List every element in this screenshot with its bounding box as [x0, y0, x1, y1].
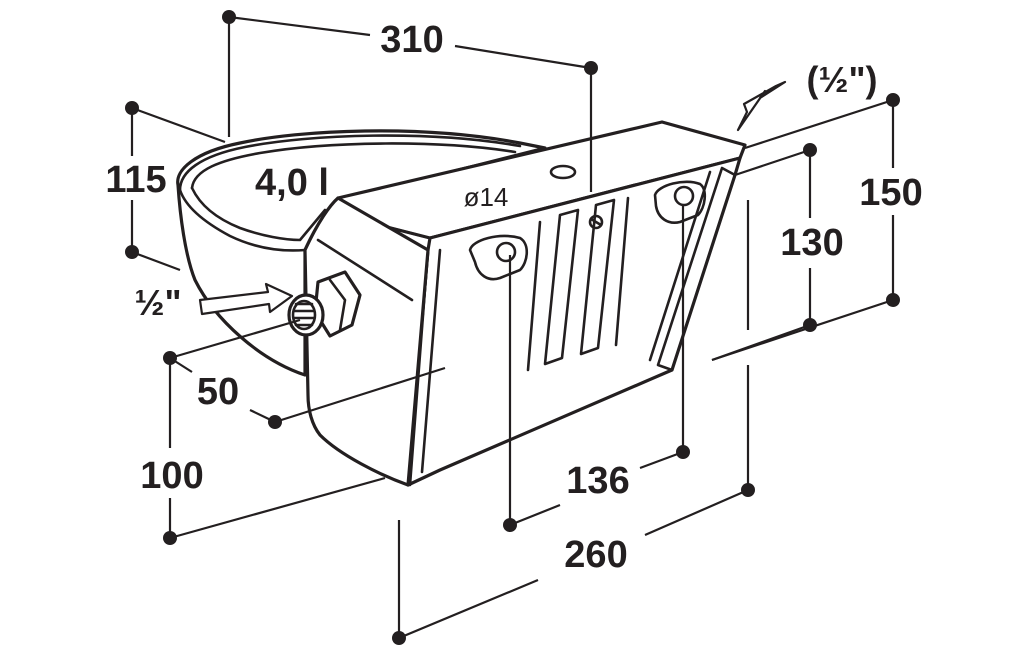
- valve-hole: [549, 164, 577, 180]
- mount-hole-left: [495, 241, 517, 263]
- label-inlet-side: ½": [134, 282, 181, 323]
- dim-150-dot-top: [886, 93, 900, 107]
- bowl-rim-left: [178, 188, 307, 252]
- dim-260-line: [397, 200, 750, 640]
- dim-130-line: [711, 148, 812, 362]
- screw-head: [588, 214, 604, 230]
- dim-115-line: [130, 106, 226, 272]
- screw-slot: [589, 217, 603, 227]
- label-150: 150: [859, 172, 922, 214]
- label-50: 50: [197, 371, 239, 413]
- dim-136-dot-left: [503, 518, 517, 532]
- slot-2: [579, 198, 616, 356]
- fitting-bore: [291, 299, 317, 331]
- dim-115-dot-bottom: [125, 245, 139, 259]
- keyhole-slot-right: [653, 180, 707, 224]
- dim-136-dot-right: [676, 445, 690, 459]
- dim-260-dot-right: [741, 483, 755, 497]
- label-inlet-top: (½"): [806, 59, 877, 100]
- label-260: 260: [564, 534, 627, 576]
- back-bracket: [303, 120, 747, 487]
- side-inlet-fitting: [287, 270, 362, 338]
- dim-130-dot-bottom: [803, 318, 817, 332]
- label-100: 100: [140, 455, 203, 497]
- dim-310-line: [227, 15, 593, 192]
- slot-1: [543, 208, 580, 366]
- label-136: 136: [566, 460, 629, 502]
- trough-side-inner: [316, 238, 414, 302]
- top-inlet-arrow-icon: [736, 80, 787, 132]
- fitting-hex-face: [328, 278, 347, 332]
- dim-310-dot-left: [222, 10, 236, 24]
- dim-150-line: [711, 98, 895, 362]
- dim-50-dot-right: [268, 415, 282, 429]
- trough-side-wall: [303, 196, 430, 487]
- label-volume: 4,0 l: [255, 162, 329, 204]
- label-hole-diameter: ø14: [464, 182, 509, 212]
- bracket-right-inner: [648, 170, 712, 362]
- bowl-inner-lip: [190, 186, 327, 242]
- label-115: 115: [105, 159, 166, 201]
- bracket-right-edge: [656, 166, 737, 372]
- keyhole-slot-left: [468, 234, 529, 281]
- slot-side-lines: [526, 196, 630, 372]
- fitting-thread-lines: [292, 302, 316, 327]
- dim-260-dot-left: [392, 631, 406, 645]
- inlet-arrows: [198, 80, 787, 316]
- dim-50-line: [169, 318, 446, 424]
- bowl-rim-inner: [190, 142, 517, 190]
- dimension-lines: [125, 10, 900, 645]
- dim-310-dot-right: [584, 61, 598, 75]
- bowl-rim-outer: [178, 134, 522, 192]
- dim-115-dot-top: [125, 101, 139, 115]
- label-130: 130: [780, 222, 843, 264]
- dim-130-dot-top: [803, 143, 817, 157]
- label-310: 310: [380, 19, 443, 61]
- dim-100-dot-bottom: [163, 531, 177, 545]
- side-inlet-arrow-icon: [198, 282, 294, 316]
- dim-136-line: [508, 205, 685, 527]
- dimension-labels: 310 115 4,0 l ø14 (½") ½" 150 130 50 100…: [105, 19, 922, 576]
- dim-150-dot-bottom: [886, 293, 900, 307]
